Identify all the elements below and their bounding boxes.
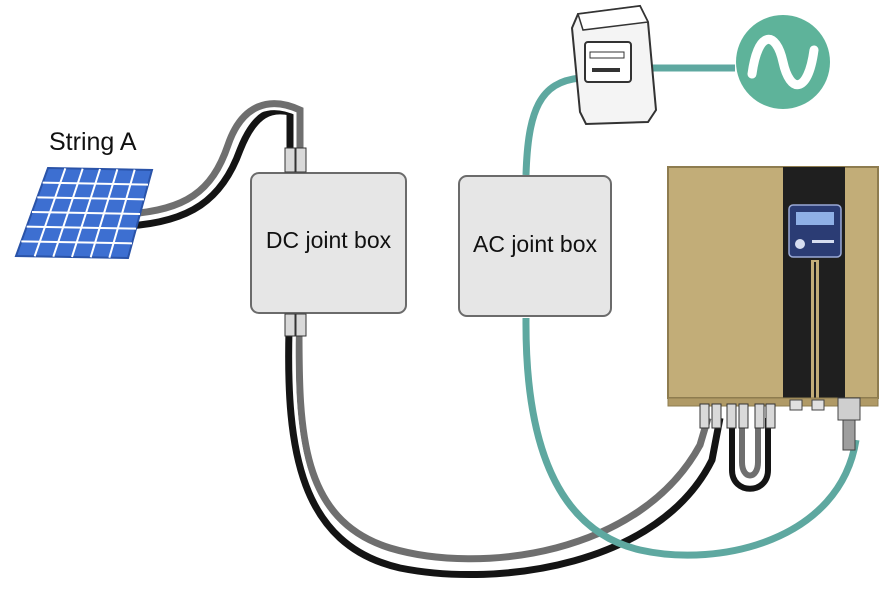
connector-icon — [284, 147, 307, 337]
electricity-meter-icon — [570, 4, 658, 126]
dc-cables-panel-to-box — [127, 97, 307, 233]
dc-joint-box-label: DC joint box — [265, 227, 392, 253]
ac-cables — [522, 64, 860, 559]
dc-joint-box — [250, 172, 407, 314]
string-a-label: String A — [49, 128, 137, 156]
ac-joint-box — [458, 175, 612, 317]
connector-icon — [699, 403, 776, 429]
ac-joint-box-label: AC joint box — [472, 231, 597, 257]
ac-grid-sine-icon — [736, 15, 830, 109]
inverter-loop-cables — [726, 418, 774, 495]
inverter-icon — [667, 166, 879, 451]
dc-cables-box-to-inverter — [281, 329, 727, 582]
solar-panel-icon — [14, 166, 154, 260]
